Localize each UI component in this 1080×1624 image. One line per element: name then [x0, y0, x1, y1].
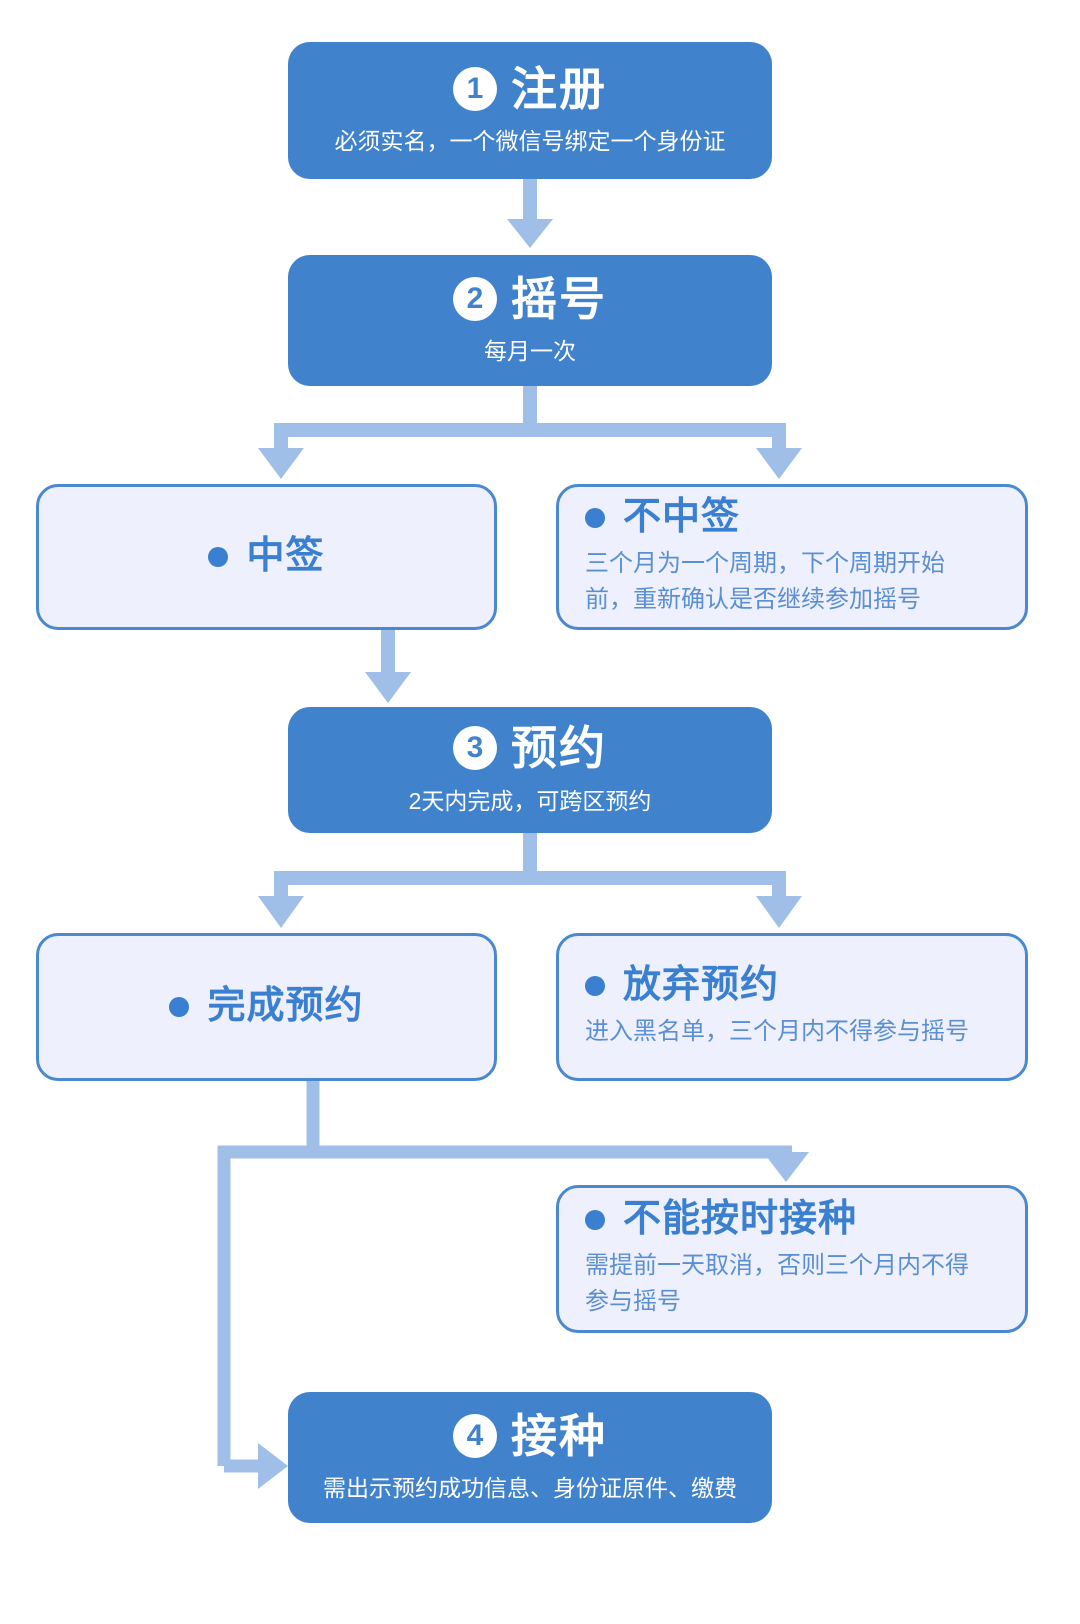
step-header: 4 接种: [453, 1411, 607, 1462]
outcome-title: 不中签: [623, 496, 741, 539]
step-subtitle: 每月一次: [484, 338, 576, 365]
outcome-header: 完成预约: [169, 985, 363, 1029]
bullet-dot-icon: [208, 547, 229, 567]
step-subtitle: 需出示预约成功信息、身份证原件、缴费: [323, 1475, 737, 1502]
outcome-header: 不能按时接种: [585, 1198, 857, 1242]
outcome-box-not-won[interactable]: 不中签 三个月为一个周期，下个周期开始前，重新确认是否继续参加摇号: [556, 484, 1028, 630]
outcome-header: 不中签: [585, 496, 740, 540]
step-box-lottery[interactable]: 2 摇号 每月一次: [288, 255, 772, 386]
outcome-box-give-up[interactable]: 放弃预约 进入黑名单，三个月内不得参与摇号: [556, 933, 1028, 1081]
bullet-dot-icon: [585, 508, 605, 528]
step-subtitle: 必须实名，一个微信号绑定一个身份证: [334, 128, 726, 155]
outcome-title: 不能按时接种: [623, 1198, 858, 1241]
step-title: 摇号: [511, 272, 607, 325]
outcome-title: 放弃预约: [623, 964, 780, 1007]
outcome-header: 中签: [208, 535, 324, 579]
outcome-box-appointment-done[interactable]: 完成预约: [36, 933, 497, 1081]
step-title: 预约: [511, 722, 607, 775]
outcome-box-won[interactable]: 中签: [36, 484, 497, 630]
bullet-dot-icon: [585, 1210, 605, 1230]
outcome-header: 放弃预约: [585, 964, 779, 1008]
step-box-appointment[interactable]: 3 预约 2天内完成，可跨区预约: [288, 707, 772, 833]
step-box-register[interactable]: 1 注册 必须实名，一个微信号绑定一个身份证: [288, 42, 772, 179]
outcome-subtitle: 进入黑名单，三个月内不得参与摇号: [585, 1017, 969, 1045]
step-header: 2 摇号: [453, 274, 607, 325]
outcome-title: 中签: [246, 535, 325, 578]
step-number-badge: 3: [453, 726, 497, 771]
step-number-badge: 1: [453, 66, 497, 111]
step-title: 接种: [511, 1409, 607, 1462]
step-header: 3 预约: [453, 723, 607, 774]
outcome-box-cannot-attend[interactable]: 不能按时接种 需提前一天取消，否则三个月内不得参与摇号: [556, 1185, 1028, 1333]
connector-done-fork: [217, 1081, 809, 1489]
step-box-vaccination[interactable]: 4 接种 需出示预约成功信息、身份证原件、缴费: [288, 1392, 772, 1523]
step-number-badge: 2: [453, 276, 497, 321]
outcome-subtitle: 需提前一天取消，否则三个月内不得参与摇号: [585, 1251, 969, 1315]
bullet-dot-icon: [169, 997, 190, 1017]
outcome-subtitle: 三个月为一个周期，下个周期开始前，重新确认是否继续参加摇号: [585, 549, 945, 613]
bullet-dot-icon: [585, 976, 605, 996]
connector-lottery-fork: [258, 386, 802, 479]
connector-appoint-fork: [258, 833, 802, 928]
step-number-badge: 4: [453, 1413, 497, 1458]
step-header: 1 注册: [453, 64, 607, 115]
connector-won-to-appoint: [365, 630, 411, 703]
step-subtitle: 2天内完成，可跨区预约: [408, 787, 652, 814]
outcome-title: 完成预约: [207, 985, 364, 1028]
connector-register-to-lottery: [507, 179, 553, 248]
step-title: 注册: [511, 62, 607, 115]
